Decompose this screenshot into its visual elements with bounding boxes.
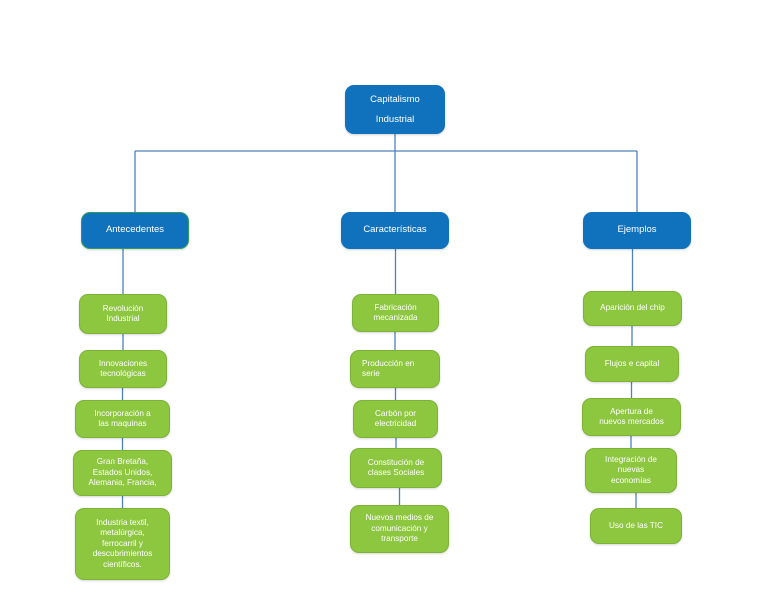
node-innovaciones-tecnologicas[interactable]: Innovaciones tecnológicas	[79, 350, 167, 388]
node-root[interactable]: Capitalismo Industrial	[345, 85, 445, 134]
node-fabricacion-mecanizada[interactable]: Fabricación mecanizada	[352, 294, 439, 332]
node-uso-de-las-tic[interactable]: Uso de las TIC	[590, 508, 682, 544]
node-label: Innovaciones tecnológicas	[98, 358, 148, 379]
node-aparicion-del-chip[interactable]: Aparición del chip	[583, 291, 682, 326]
node-incorporacion-maquinas[interactable]: Incorporación a las maquinas	[75, 400, 170, 438]
node-label: Gran Bretaña, Estados Unidos, Alemania, …	[88, 457, 157, 488]
node-label: Carbón por electricidad	[374, 408, 417, 429]
node-label: Nuevos medios de comunicación y transpor…	[365, 513, 434, 544]
node-label: Producción en serie	[362, 358, 415, 379]
node-ejemplos[interactable]: Ejemplos	[583, 212, 691, 249]
node-caracteristicas[interactable]: Características	[341, 212, 449, 249]
node-nuevos-medios[interactable]: Nuevos medios de comunicación y transpor…	[350, 505, 449, 553]
node-label: Características	[363, 224, 427, 236]
node-carbon-por-electricidad[interactable]: Carbón por electricidad	[353, 400, 438, 438]
node-produccion-en-serie[interactable]: Producción en serie	[350, 350, 440, 388]
node-label: Constitución de clases Sociales	[367, 457, 425, 478]
node-label: Ejemplos	[617, 224, 657, 236]
node-integracion-nuevas-economias[interactable]: Integración de nuevas economías	[585, 448, 677, 493]
node-flujos-e-capital[interactable]: Flujos e capital	[585, 346, 679, 382]
node-revolucion-industrial[interactable]: Revolución Industrial	[79, 294, 167, 334]
node-label: Revolución Industrial	[102, 303, 144, 324]
node-label: Uso de las TIC	[609, 520, 663, 530]
node-label: Apertura de nuevos mercados	[599, 406, 664, 427]
node-label: Integración de nuevas economías	[605, 454, 657, 485]
node-label: Capitalismo Industrial	[370, 93, 420, 125]
node-label: Industria textil, metalúrgica, ferrocarr…	[92, 517, 153, 569]
node-constitucion-clases-sociales[interactable]: Constitución de clases Sociales	[350, 448, 442, 488]
node-label: Antecedentes	[105, 224, 165, 236]
node-paises[interactable]: Gran Bretaña, Estados Unidos, Alemania, …	[73, 450, 172, 496]
node-label: Aparición del chip	[600, 303, 665, 313]
node-label: Flujos e capital	[604, 358, 660, 368]
node-apertura-nuevos-mercados[interactable]: Apertura de nuevos mercados	[582, 398, 681, 436]
node-antecedentes[interactable]: Antecedentes	[81, 212, 189, 249]
node-industria-textil[interactable]: Industria textil, metalúrgica, ferrocarr…	[75, 508, 170, 580]
node-label: Fabricación mecanizada	[373, 302, 418, 323]
node-label: Incorporación a las maquinas	[94, 408, 151, 429]
